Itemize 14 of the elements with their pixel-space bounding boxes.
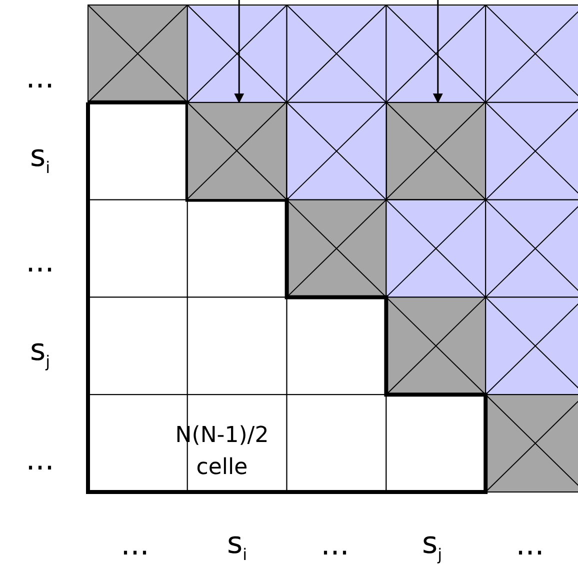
column-label: ... — [120, 528, 150, 562]
arrow — [234, 0, 244, 104]
row-label: ... — [26, 442, 54, 478]
arrow — [432, 0, 443, 104]
column-label: ... — [320, 528, 350, 562]
row-label: s$_{j}$ — [30, 333, 50, 371]
column-label: s$_{i}$ — [226, 526, 248, 564]
row-label: ... — [26, 244, 54, 280]
grid-cell — [187, 102, 287, 200]
column-label: s$_{j}$ — [422, 526, 442, 564]
column-label: ... — [516, 528, 544, 562]
grid-cell — [386, 102, 486, 200]
row-label: ... — [26, 60, 54, 96]
row-label: s$_{i}$ — [30, 139, 50, 177]
